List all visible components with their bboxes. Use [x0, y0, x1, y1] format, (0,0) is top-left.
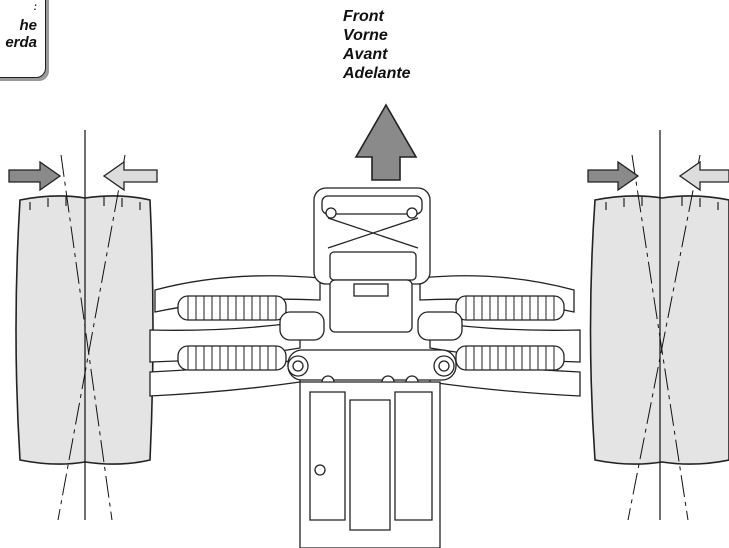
front-direction-labels: Front Vorne Avant Adelante	[343, 7, 411, 83]
front-label-es: Adelante	[343, 65, 411, 82]
right-toe-line-a	[631, 154, 689, 521]
left-toe-line-a	[60, 154, 113, 521]
toe-out-arrow-icon	[102, 160, 158, 192]
left-toe-line-b	[57, 154, 126, 521]
section-tab-text: erda	[5, 34, 37, 51]
section-tab: : he erda	[0, 0, 46, 78]
front-label: Front	[343, 8, 384, 25]
section-tab-text: he	[19, 17, 37, 34]
front-suspension-illustration	[149, 187, 581, 548]
section-tab-text: :	[33, 2, 37, 13]
toe-in-arrow-icon	[587, 160, 640, 192]
front-arrow-icon	[354, 103, 418, 181]
front-label-fr: Avant	[343, 46, 388, 63]
toe-out-arrow-icon	[678, 160, 729, 192]
shock-coils	[187, 296, 555, 370]
right-toe-line-b	[627, 154, 701, 521]
toe-in-arrow-icon	[8, 160, 62, 192]
front-label-de: Vorne	[343, 27, 388, 44]
